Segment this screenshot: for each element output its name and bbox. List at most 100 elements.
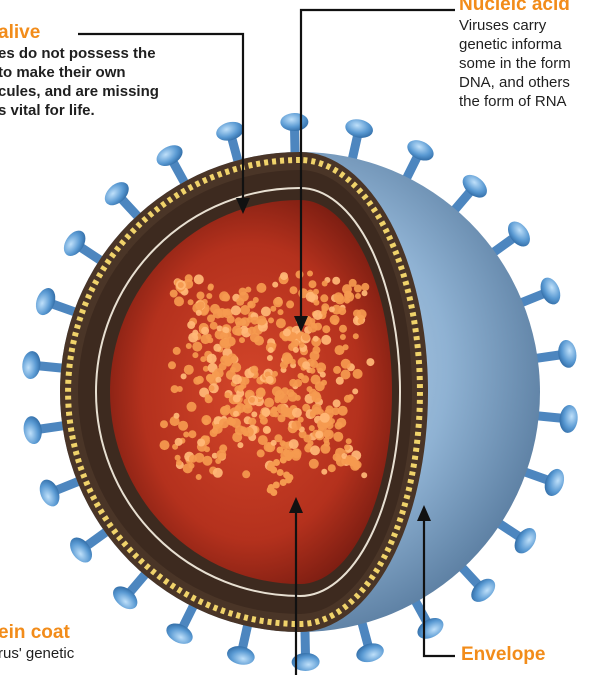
rna-bead	[361, 472, 367, 478]
rna-bead	[361, 283, 369, 291]
label-nucleic-line-1: Viruses carry	[459, 16, 597, 35]
rna-bead	[207, 354, 217, 364]
rna-bead	[330, 315, 340, 325]
rna-bead	[232, 374, 242, 384]
rna-bead	[181, 373, 187, 379]
rna-bead	[326, 421, 334, 429]
rna-bead	[321, 309, 327, 315]
rna-bead	[197, 292, 205, 300]
label-alive-line-2: to make their own	[0, 63, 198, 82]
rna-bead	[196, 310, 202, 316]
rna-bead	[188, 333, 198, 343]
rna-bead	[268, 347, 274, 353]
rna-bead	[160, 440, 170, 450]
rna-bead	[257, 449, 265, 457]
rna-bead	[257, 388, 265, 396]
rna-bead	[286, 300, 294, 308]
rna-bead	[341, 359, 351, 369]
rna-bead	[173, 347, 181, 355]
rna-bead	[307, 271, 313, 277]
rna-bead	[294, 379, 302, 387]
rna-bead	[270, 408, 276, 414]
rna-bead	[309, 280, 317, 288]
rna-bead	[302, 361, 310, 369]
rna-bead	[207, 337, 213, 343]
rna-bead	[320, 372, 326, 378]
rna-bead	[187, 402, 197, 412]
rna-bead	[208, 284, 214, 290]
rna-bead	[257, 316, 267, 326]
rna-bead	[205, 395, 213, 403]
rna-bead	[262, 408, 270, 416]
rna-bead	[293, 347, 299, 353]
rna-bead	[225, 343, 231, 349]
rna-bead	[176, 460, 182, 466]
rna-bead	[353, 333, 359, 339]
rna-bead	[316, 362, 326, 372]
label-alive-title: alive	[0, 22, 198, 44]
rna-bead	[160, 420, 168, 428]
rna-bead	[214, 368, 224, 378]
rna-bead	[203, 419, 209, 425]
rna-bead	[336, 377, 344, 385]
rna-bead	[272, 371, 278, 377]
rna-bead	[267, 355, 273, 361]
rna-bead	[266, 376, 274, 384]
rna-bead	[333, 432, 343, 442]
rna-bead	[270, 306, 276, 312]
rna-bead	[221, 406, 229, 414]
rna-bead	[320, 294, 328, 302]
rna-bead	[348, 394, 354, 400]
label-envelope-title: Envelope	[461, 644, 597, 666]
rna-bead	[231, 362, 241, 372]
rna-bead	[339, 325, 347, 333]
label-nucleic-line-5: the form of RNA	[459, 92, 597, 111]
rna-bead	[256, 283, 266, 293]
rna-bead	[344, 444, 350, 450]
label-alive: alive es do not possess the to make thei…	[0, 22, 198, 120]
rna-bead	[233, 395, 241, 403]
rna-bead	[197, 439, 205, 447]
rna-bead	[280, 361, 288, 369]
rna-bead	[213, 309, 223, 319]
rna-bead	[294, 449, 300, 455]
rna-bead	[309, 318, 315, 324]
rna-bead	[321, 335, 331, 345]
rna-bead	[215, 377, 221, 383]
rna-bead	[280, 272, 288, 280]
rna-bead	[194, 274, 204, 284]
rna-bead	[170, 290, 178, 298]
rna-bead	[210, 322, 218, 330]
rna-bead	[362, 290, 368, 296]
rna-bead	[273, 297, 283, 307]
rna-bead	[292, 408, 302, 418]
rna-bead	[344, 298, 350, 304]
rna-bead	[287, 389, 295, 397]
rna-bead	[204, 446, 210, 452]
rna-bead	[357, 309, 367, 319]
rna-bead	[183, 432, 189, 438]
rna-bead	[298, 373, 304, 379]
rna-bead	[290, 286, 298, 294]
rna-bead	[315, 432, 321, 438]
rna-bead	[250, 366, 258, 374]
rna-bead	[322, 325, 330, 333]
rna-bead	[312, 393, 322, 403]
rna-bead	[278, 309, 284, 315]
rna-bead	[322, 281, 328, 287]
rna-bead	[270, 467, 277, 474]
rna-bead	[188, 299, 194, 305]
rna-bead	[174, 296, 184, 306]
rna-bead	[293, 340, 299, 346]
rna-bead	[249, 397, 255, 403]
rna-bead	[314, 323, 322, 331]
rna-bead	[194, 453, 204, 463]
rna-bead	[232, 432, 242, 442]
rna-bead	[347, 456, 357, 466]
rna-bead	[251, 411, 257, 417]
rna-bead	[299, 342, 305, 348]
rna-bead	[315, 381, 325, 391]
rna-bead	[332, 277, 340, 285]
rna-bead	[206, 293, 212, 299]
rna-bead	[313, 289, 319, 295]
